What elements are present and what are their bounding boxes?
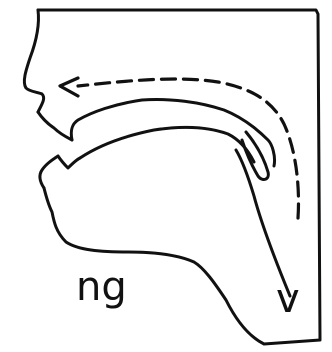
arrow-end-label: v: [276, 276, 300, 322]
lower-lip-outline: [40, 156, 80, 188]
nasal-arrowhead: [60, 78, 78, 96]
hard-palate-outline: [71, 99, 274, 166]
nose-outline: [24, 10, 43, 112]
upper-lip-outline: [38, 112, 72, 140]
tongue-outline: [80, 127, 254, 162]
airflow-dashed-path: [78, 79, 298, 218]
sound-label: ng: [76, 264, 127, 310]
airflow-solid-path: [236, 150, 290, 296]
